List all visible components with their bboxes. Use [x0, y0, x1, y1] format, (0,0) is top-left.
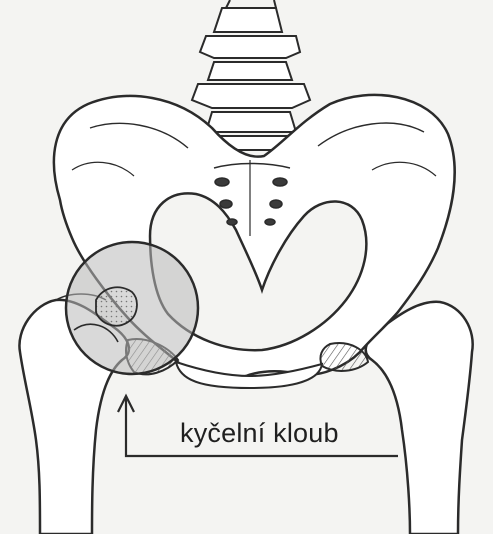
hip-joint-label: kyčelní kloub: [180, 418, 339, 449]
hip-joint-highlight: [66, 242, 198, 374]
